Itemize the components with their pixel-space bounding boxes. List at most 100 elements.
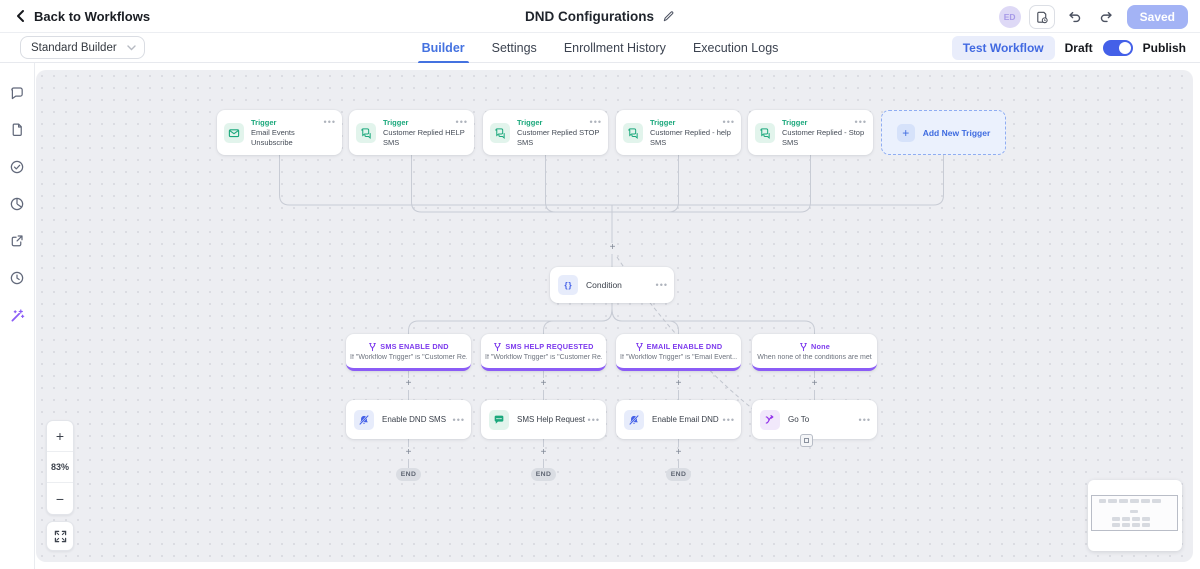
builder-tabs: Builder Settings Enrollment History Exec… [0, 33, 1200, 63]
builder-toolbar: Standard Builder Builder Settings Enroll… [0, 33, 1200, 63]
history-clock-icon [10, 271, 24, 285]
undo-button[interactable] [1063, 5, 1087, 29]
condition-braces-icon: { } [558, 275, 578, 295]
stats-button[interactable] [5, 192, 29, 216]
action-label: Go To [788, 415, 810, 424]
workflow-canvas[interactable] [36, 70, 1193, 562]
branch-subtitle: When none of the conditions are met [757, 353, 872, 361]
action-node-enable-dnd-sms[interactable]: Enable DND SMS ••• [346, 400, 471, 439]
fit-view-button[interactable] [46, 521, 74, 551]
top-header: Back to Workflows DND Configurations ED … [0, 0, 1200, 33]
action-node-go-to[interactable]: Go To ••• [752, 400, 877, 439]
header-actions: ED Saved [998, 0, 1188, 33]
trigger-node-email-events-unsubscribe[interactable]: Trigger Email Events Unsubscribe ••• [217, 110, 342, 155]
add-step-button[interactable]: + [405, 447, 412, 458]
action-menu-button[interactable]: ••• [452, 414, 465, 425]
sms-trigger-icon [356, 122, 376, 143]
publish-toggle[interactable] [1102, 40, 1133, 56]
tab-enrollment-history[interactable]: Enrollment History [563, 41, 666, 55]
ai-assistant-button[interactable] [5, 303, 29, 327]
branch-title: SMS HELP REQUESTED [505, 342, 594, 351]
trigger-node-customer-replied-stop-lower[interactable]: Trigger Customer Replied - Stop SMS ••• [748, 110, 873, 155]
trigger-node-customer-replied-help-lower[interactable]: Trigger Customer Replied - help SMS ••• [616, 110, 741, 155]
comment-icon [11, 87, 23, 100]
chevron-down-icon [126, 44, 136, 50]
branch-title: EMAIL ENABLE DND [646, 342, 723, 351]
draft-label: Draft [1064, 41, 1093, 55]
trigger-menu-button[interactable]: ••• [323, 117, 336, 127]
branch-node-sms-help-requested[interactable]: SMS HELP REQUESTED If "Workflow Trigger"… [481, 334, 606, 371]
dnd-email-icon [624, 409, 644, 430]
branch-node-sms-enable-dnd[interactable]: SMS ENABLE DND If "Workflow Trigger" is … [346, 334, 471, 371]
avatar[interactable]: ED [998, 5, 1021, 28]
trigger-label: Customer Replied - help SMS [650, 128, 731, 147]
branch-node-email-enable-dnd[interactable]: EMAIL ENABLE DND If "Workflow Trigger" i… [616, 334, 741, 371]
builder-mode-select[interactable]: Standard Builder [20, 36, 145, 59]
action-menu-button[interactable]: ••• [722, 414, 735, 425]
sms-trigger-icon [755, 122, 775, 143]
sms-chat-icon [489, 409, 509, 430]
trigger-type: Trigger [517, 117, 543, 127]
zoom-out-button[interactable]: − [55, 490, 65, 507]
add-step-button[interactable]: + [609, 242, 616, 253]
trigger-type: Trigger [383, 117, 409, 127]
check-circle-icon [10, 160, 24, 174]
trigger-node-customer-replied-help[interactable]: Trigger Customer Replied HELP SMS ••• [349, 110, 474, 155]
edit-pencil-icon[interactable] [662, 10, 675, 23]
tab-settings[interactable]: Settings [491, 41, 537, 55]
action-menu-button[interactable]: ••• [587, 414, 600, 425]
trigger-menu-button[interactable]: ••• [589, 117, 602, 127]
email-trigger-icon [224, 122, 244, 143]
plus-icon: + [896, 123, 915, 142]
action-label: Enable DND SMS [382, 415, 447, 424]
add-step-button[interactable]: + [675, 378, 682, 389]
version-history-button[interactable] [1028, 4, 1055, 29]
toolbar-right: Test Workflow Draft Publish [951, 33, 1186, 63]
back-to-workflows-button[interactable]: Back to Workflows [14, 9, 150, 24]
add-step-button[interactable]: + [675, 447, 682, 458]
back-label: Back to Workflows [34, 8, 151, 24]
action-node-enable-email-dnd[interactable]: Enable Email DND ••• [616, 400, 741, 439]
branch-node-none[interactable]: None When none of the conditions are met [752, 334, 877, 371]
add-step-button[interactable]: + [811, 378, 818, 389]
builder-mode-value: Standard Builder [31, 41, 117, 54]
sms-trigger-icon [490, 122, 510, 143]
history-button[interactable] [5, 266, 29, 290]
goals-button[interactable] [5, 155, 29, 179]
condition-menu-button[interactable]: ••• [655, 280, 668, 290]
trigger-menu-button[interactable]: ••• [854, 117, 867, 127]
redo-button[interactable] [1095, 5, 1119, 29]
external-link-button[interactable] [5, 229, 29, 253]
condition-node[interactable]: { } Condition ••• [550, 267, 674, 303]
undo-icon [1069, 11, 1081, 22]
comments-button[interactable] [5, 81, 29, 105]
sms-trigger-icon [623, 122, 643, 143]
zoom-in-button[interactable]: + [47, 421, 73, 452]
add-step-button[interactable]: + [540, 447, 547, 458]
version-history-icon [1036, 11, 1048, 23]
toggle-knob [1118, 42, 1131, 54]
action-node-sms-help-request[interactable]: SMS Help Request ••• [481, 400, 606, 439]
branch-title: SMS ENABLE DND [380, 342, 449, 351]
test-workflow-button[interactable]: Test Workflow [951, 36, 1055, 60]
trigger-node-customer-replied-stop[interactable]: Trigger Customer Replied STOP SMS ••• [483, 110, 608, 155]
branch-subtitle: If "Workflow Trigger" is "Customer Re... [350, 353, 467, 361]
documents-button[interactable] [5, 118, 29, 142]
end-node: END [531, 468, 556, 481]
end-node: END [396, 468, 421, 481]
add-step-button[interactable]: + [405, 378, 412, 389]
tab-builder[interactable]: Builder [417, 33, 469, 63]
saved-button[interactable]: Saved [1126, 4, 1188, 29]
action-menu-button[interactable]: ••• [858, 414, 871, 425]
add-trigger-label: Add New Trigger [922, 127, 991, 138]
add-new-trigger-button[interactable]: + Add New Trigger [881, 110, 1006, 155]
minimap[interactable] [1088, 480, 1182, 551]
branch-icon [369, 342, 377, 351]
trigger-menu-button[interactable]: ••• [455, 117, 468, 127]
trigger-menu-button[interactable]: ••• [722, 117, 735, 127]
tab-execution-logs[interactable]: Execution Logs [692, 41, 779, 55]
magic-wand-icon [11, 308, 24, 321]
add-step-button[interactable]: + [540, 378, 547, 389]
trigger-type: Trigger [650, 117, 676, 127]
